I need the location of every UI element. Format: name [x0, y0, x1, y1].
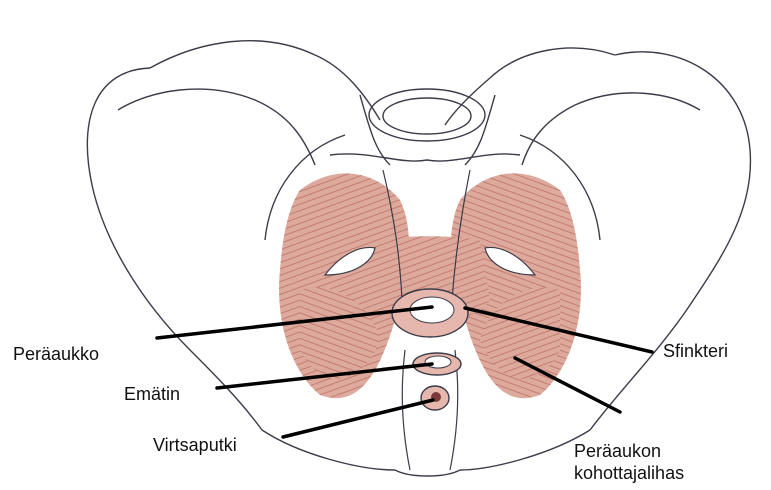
- urethra-opening: [421, 386, 449, 410]
- leader-urethra: [283, 400, 433, 437]
- label-sphincter: Sfinkteri: [663, 340, 728, 362]
- label-urethra: Virtsaputki: [153, 434, 237, 456]
- label-vagina: Emätin: [124, 383, 180, 405]
- label-levator-line1: Peräaukon: [574, 440, 744, 462]
- anus-opening: [392, 289, 468, 337]
- label-levator-line2: kohottajalihas: [574, 462, 744, 484]
- label-anus: Peräaukko: [13, 343, 99, 365]
- label-levator-ani: Peräaukon kohottajalihas: [574, 440, 744, 484]
